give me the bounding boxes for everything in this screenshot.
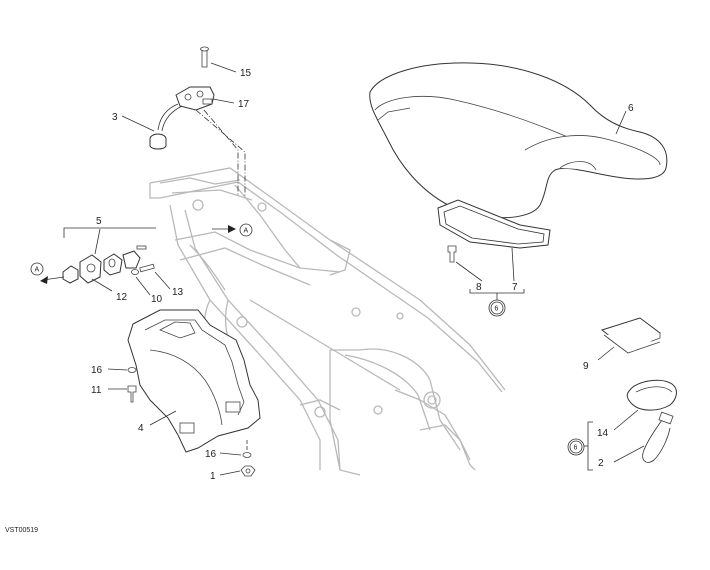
callout-6: 6 (628, 103, 634, 114)
loose-items (600, 317, 677, 463)
callout-4: 4 (138, 423, 144, 434)
callout-8: 8 (476, 282, 482, 293)
hook-light-group (40, 227, 156, 284)
screw-15 (201, 48, 208, 68)
callout-17: 17 (238, 99, 250, 110)
callout-9: 9 (583, 361, 589, 372)
washer-10 (131, 269, 139, 275)
callout-11: 11 (91, 385, 102, 396)
plate-light-assembly (149, 46, 246, 196)
callout-1: 1 (210, 471, 216, 482)
reference-arrow-a (212, 225, 236, 233)
callout-7: 7 (512, 282, 518, 293)
callout-16-lower: 16 (205, 449, 217, 460)
screw-11 (127, 385, 137, 403)
kit-marker-seat: 6 (495, 306, 499, 313)
callout-15: 15 (240, 68, 252, 79)
callout-16-upper: 16 (91, 365, 103, 376)
cable-tie-2 (642, 419, 671, 463)
callout-14: 14 (597, 428, 609, 439)
callout-labels: 15 17 3 5 12 10 13 6 8 7 9 16 11 4 16 1 … (91, 68, 634, 482)
callout-5: 5 (96, 216, 102, 227)
seat-pan-7 (437, 199, 551, 249)
drawing-code: VST00519 (5, 527, 38, 534)
washer-16-bottom (242, 452, 252, 458)
reference-markers: A A (30, 223, 253, 276)
washer-16-top (127, 367, 137, 373)
lens-12 (62, 265, 79, 284)
pouch-14 (626, 379, 677, 411)
callout-12: 12 (116, 292, 128, 303)
screw-13 (139, 263, 155, 273)
rear-subframe (149, 167, 506, 476)
kit-markers: 6 6 (488, 299, 585, 456)
seat-6 (369, 62, 668, 219)
kit-marker-tools: 6 (574, 445, 578, 452)
callout-13: 13 (172, 287, 184, 298)
undertray-4 (127, 309, 261, 477)
seat-assembly (369, 62, 668, 263)
ref-a-left: A (35, 267, 40, 274)
screw-8 (447, 245, 457, 263)
callout-3: 3 (112, 112, 118, 123)
ref-a-top: A (244, 228, 249, 235)
callout-10: 10 (151, 294, 163, 305)
callout-2: 2 (598, 458, 604, 469)
leader-lines (91, 62, 645, 476)
